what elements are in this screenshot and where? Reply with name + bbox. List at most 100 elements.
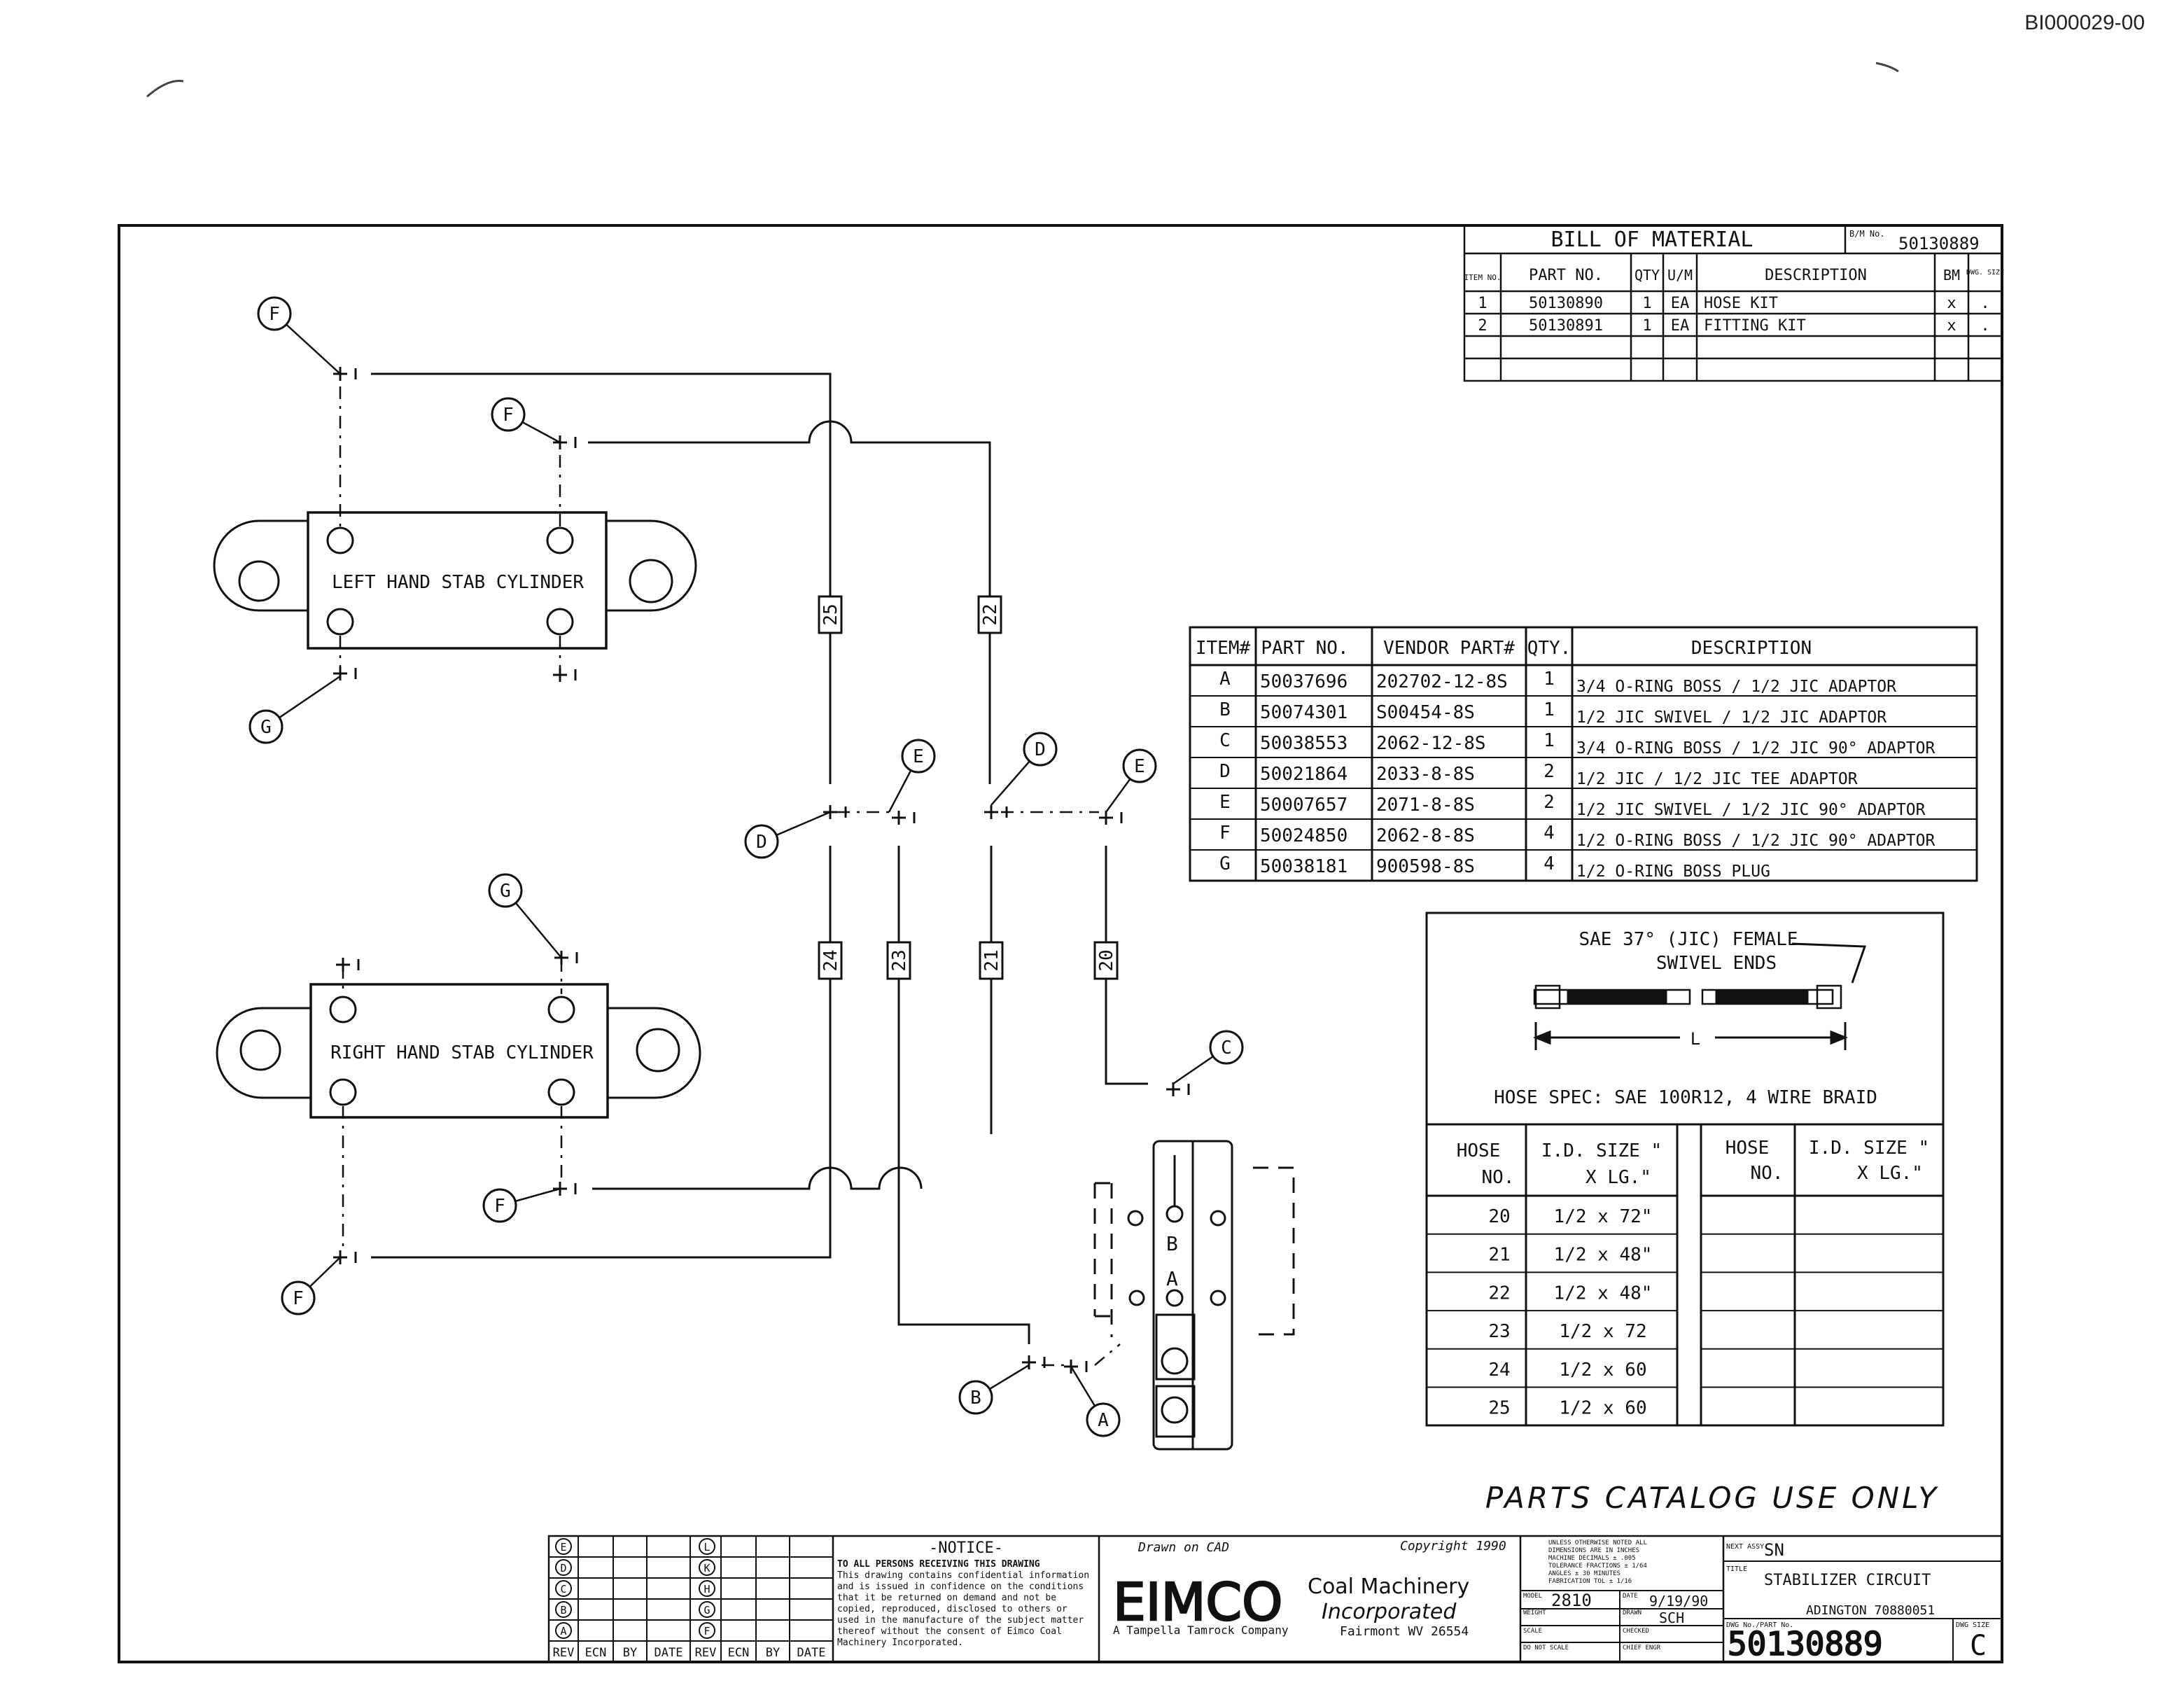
bom-header-um: U/M (1667, 267, 1693, 284)
drawn-by: SCH (1659, 1609, 1684, 1626)
rev-letter-circle (699, 1559, 715, 1576)
hose-tag-box (818, 595, 843, 634)
hose-lines (371, 372, 1148, 1344)
rev-letter: K (704, 1562, 710, 1574)
notice-line: thereof without the consent of Eimco Coa… (837, 1626, 1062, 1637)
scale-label: SCALE (1523, 1628, 1542, 1635)
hose-spec-text: HOSE SPEC: SAE 100R12, 4 WIRE BRAID (1494, 1087, 1877, 1108)
company-line1: Coal Machinery (1308, 1574, 1469, 1599)
rev-header: BY (766, 1646, 780, 1660)
left-cylinder-label: LEFT HAND STAB CYLINDER (332, 572, 584, 593)
hose-number: 20 (1488, 1206, 1510, 1227)
hose-spec-box (1425, 912, 1945, 1427)
callout-balloon (281, 1280, 316, 1315)
hose-size: 1/2 x 60 (1559, 1360, 1646, 1381)
items-description: 3/4 O-RING BOSS / 1/2 JIC 90° ADAPTOR (1576, 739, 1935, 757)
bom-header-bm: BM (1943, 267, 1960, 284)
rev-letter-circle (555, 1559, 572, 1576)
rev-letter: A (560, 1625, 566, 1637)
fitting-symbol (333, 1250, 357, 1264)
drawn-on-cad: Drawn on CAD (1138, 1540, 1229, 1555)
valve-letter-a: A (1166, 1267, 1178, 1290)
items-item-letter: D (1219, 761, 1231, 782)
notice-line: TO ALL PERSONS RECEIVING THIS DRAWING (837, 1559, 1040, 1570)
items-qty: 4 (1544, 823, 1555, 844)
bom-cell: 2 (1478, 317, 1487, 335)
bom-header-qty: QTY (1634, 267, 1660, 284)
bom-cell: EA (1671, 295, 1690, 312)
weight-label: WEIGHT (1523, 1609, 1546, 1616)
hose-size: 1/2 x 72" (1554, 1206, 1653, 1227)
callout-balloon (1122, 748, 1157, 783)
bom-cell: . (1980, 295, 1989, 312)
hose-size: 1/2 x 48" (1554, 1283, 1653, 1304)
items-qty: 1 (1544, 669, 1555, 690)
fitting-symbol (553, 668, 577, 682)
hose-size: 1/2 x 60 (1559, 1398, 1646, 1419)
items-header-item: ITEM# (1196, 638, 1251, 659)
rev-letter: D (560, 1562, 566, 1574)
hose-tag-number: 20 (1096, 949, 1117, 971)
items-vendor-part: 2062-8-8S (1376, 825, 1475, 846)
items-qty: 1 (1544, 730, 1555, 751)
left-cylinder (213, 511, 697, 650)
hose-ends-line1: SAE 37° (JIC) FEMALE (1578, 929, 1798, 950)
bom-cell: x (1947, 295, 1956, 312)
fittings (333, 367, 1190, 1374)
hose-length-label: L (1690, 1029, 1700, 1049)
bom-title: BILL OF MATERIAL (1551, 228, 1754, 252)
bom-cell: 1 (1642, 317, 1651, 335)
items-description: 3/4 O-RING BOSS / 1/2 JIC ADAPTOR (1576, 678, 1896, 696)
bom-cell: 1 (1642, 295, 1651, 312)
hose-number: 23 (1488, 1321, 1510, 1342)
items-part-no: 50021864 (1260, 764, 1348, 785)
hose-size: 1/2 x 48" (1554, 1245, 1653, 1266)
callout-balloon (257, 296, 292, 331)
rev-header: BY (623, 1646, 637, 1660)
tolerance-line: DIMENSIONS ARE IN INCHES (1548, 1547, 1639, 1554)
rev-letter: G (704, 1604, 710, 1616)
items-description: 1/2 JIC SWIVEL / 1/2 JIC ADAPTOR (1576, 708, 1886, 727)
copyright: Copyright 1990 (1400, 1539, 1506, 1553)
callout-letter: A (1098, 1410, 1109, 1431)
hose-col-no-1: HOSE (1457, 1140, 1501, 1161)
rev-letter: H (704, 1583, 710, 1595)
items-item-letter: E (1219, 792, 1231, 813)
bom-cell: EA (1671, 317, 1690, 335)
company-line2: Incorporated (1322, 1600, 1457, 1624)
notice-line: This drawing contains confidential infor… (837, 1570, 1089, 1581)
callout-balloon (1209, 1030, 1244, 1065)
hose-number: 24 (1488, 1360, 1510, 1381)
bom-header-item: ITEM NO. (1464, 273, 1502, 282)
fitting-symbol (333, 367, 357, 381)
scan-mark (1875, 62, 1899, 73)
hose-col-no-2: NO. (1482, 1167, 1515, 1188)
items-item-letter: B (1219, 699, 1231, 720)
right-cylinder-label: RIGHT HAND STAB CYLINDER (330, 1042, 594, 1063)
callout-balloon (488, 873, 523, 908)
hose-tag-box (979, 941, 1004, 980)
bom-number: 50130889 (1898, 234, 1980, 253)
hose-ends-line2: SWIVEL ENDS (1656, 953, 1777, 974)
hose-tag-number: 23 (889, 949, 910, 971)
bom-cell: x (1947, 317, 1956, 335)
rev-header: DATE (654, 1646, 683, 1660)
hose-tag-box (1093, 941, 1119, 980)
hose-tag-number: 22 (980, 603, 1001, 625)
notice-title: -NOTICE- (929, 1539, 1003, 1557)
bom-header-part: PART NO. (1529, 267, 1603, 284)
items-header-qty: QTY. (1527, 638, 1572, 659)
bom-cell: 50130891 (1529, 317, 1603, 335)
chief-label: CHIEF ENGR (1623, 1644, 1661, 1651)
rev-letter: L (704, 1541, 710, 1553)
notice-line: used in the manufacture of the subject m… (837, 1615, 1084, 1626)
drawn-label: DRAWN (1623, 1609, 1642, 1616)
callout-letter: D (756, 832, 767, 853)
document-id: BI000029-00 (2024, 11, 2145, 34)
rev-letter-circle (555, 1601, 572, 1618)
fitting-symbol (1099, 811, 1123, 825)
